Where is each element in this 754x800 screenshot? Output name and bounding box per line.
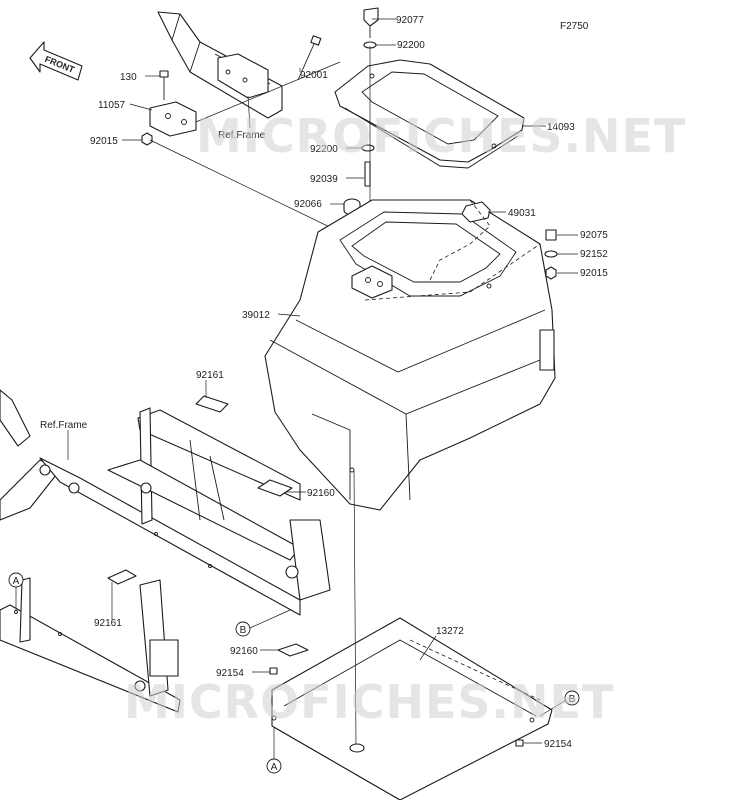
- ref-mark-b-mid: [235, 621, 251, 637]
- pad-92160-mid: [257, 479, 293, 497]
- ref-frame-left: Ref.Frame: [40, 420, 88, 431]
- watermark-top: MICROFICHES.NET: [196, 109, 686, 163]
- callout-92200-top: 92200: [397, 40, 425, 51]
- callout-92154-right: 92154: [544, 739, 572, 750]
- front-arrow-icon: FRONT: [29, 41, 83, 81]
- pin-92039: [364, 161, 371, 187]
- ref-mark-b-right: [564, 690, 580, 706]
- callout-92200-mid: 92200: [310, 144, 338, 155]
- callout-13272: 13272: [436, 626, 464, 637]
- pad-92161-top: [195, 395, 229, 413]
- callout-130: 130: [120, 72, 137, 83]
- ref-mark-a-left: [8, 572, 24, 588]
- callout-11057: 11057: [98, 100, 126, 111]
- bolt-92154-left: [269, 667, 278, 675]
- bracket-11057: [149, 101, 197, 137]
- pad-92161-bottom: [107, 569, 137, 585]
- callout-39012: 39012: [242, 310, 270, 321]
- knob-92077: [363, 7, 379, 38]
- ref-mark-a-left-label: A: [13, 576, 20, 587]
- callout-92160-bottom: 92160: [230, 646, 258, 657]
- callout-92161-top: 92161: [196, 370, 224, 381]
- callout-14093: 14093: [547, 122, 575, 133]
- ref-mark-b-mid-label: B: [240, 625, 247, 636]
- callout-92077: 92077: [396, 15, 424, 26]
- bolt-92001: [297, 35, 322, 81]
- lid-14093: [334, 59, 525, 169]
- storage-box-39012: [264, 199, 556, 511]
- ref-frame-top: Ref.Frame: [218, 130, 266, 141]
- callout-92001: 92001: [300, 70, 328, 81]
- nut-92015-left: [141, 132, 153, 146]
- callout-92075: 92075: [580, 230, 608, 241]
- callout-92160-mid: 92160: [307, 488, 335, 499]
- bolt-130: [159, 70, 169, 100]
- watermark-bottom: MICROFICHES.NET: [124, 675, 614, 729]
- floor-plate-13272: [271, 617, 553, 800]
- diagram-code: F2750: [560, 21, 589, 32]
- callout-92066: 92066: [294, 199, 322, 210]
- lower-frame: [0, 389, 331, 713]
- callout-92039: 92039: [310, 174, 338, 185]
- ref-mark-a-bottom: [266, 758, 282, 774]
- nut-stack-right: [544, 229, 558, 280]
- callout-92015-right: 92015: [580, 268, 608, 279]
- callout-49031: 49031: [508, 208, 536, 219]
- callout-92152: 92152: [580, 249, 608, 260]
- bolt-92154-right: [515, 739, 524, 747]
- ref-mark-b-right-label: B: [569, 694, 576, 705]
- callout-92154-left: 92154: [216, 668, 244, 679]
- ref-mark-a-bottom-label: A: [271, 762, 278, 773]
- callout-92015-left: 92015: [90, 136, 118, 147]
- upper-frame-rail: [157, 11, 283, 119]
- callout-92161-bottom: 92161: [94, 618, 122, 629]
- pad-92160-bottom: [277, 643, 309, 657]
